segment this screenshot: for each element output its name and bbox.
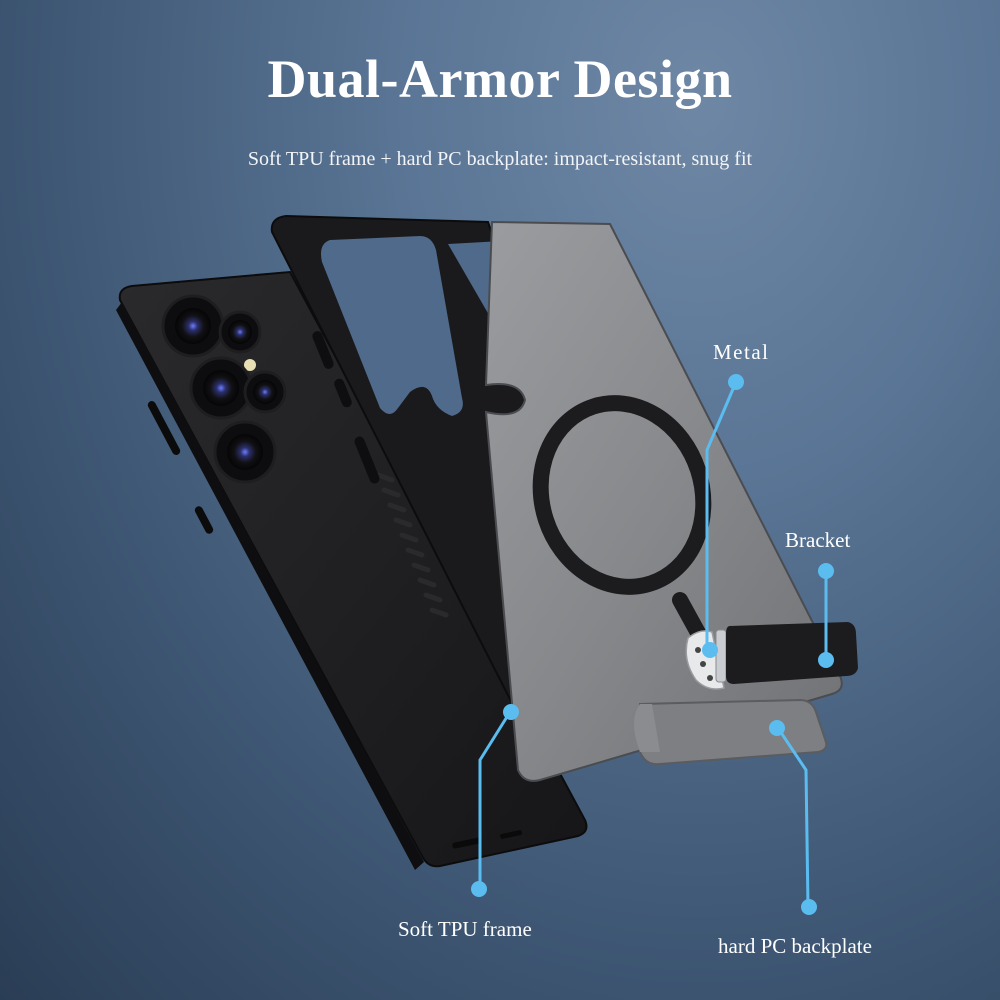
callout-label-pc-backplate: hard PC backplate (718, 934, 872, 958)
magnetic-ring (532, 395, 712, 595)
callout-label-tpu-frame: Soft TPU frame (398, 917, 532, 941)
camera-module (161, 294, 287, 484)
callout-dots (471, 374, 834, 915)
page-subtitle: Soft TPU frame + hard PC backplate: impa… (247, 148, 753, 170)
callout-label-metal: Metal (713, 340, 770, 364)
callout-label-bracket: Bracket (785, 528, 851, 552)
callout-lines (478, 381, 828, 908)
pc-backplate (484, 220, 858, 782)
bracket (726, 622, 858, 684)
page-title: Dual-Armor Design (267, 49, 733, 109)
phone-body (116, 270, 588, 870)
